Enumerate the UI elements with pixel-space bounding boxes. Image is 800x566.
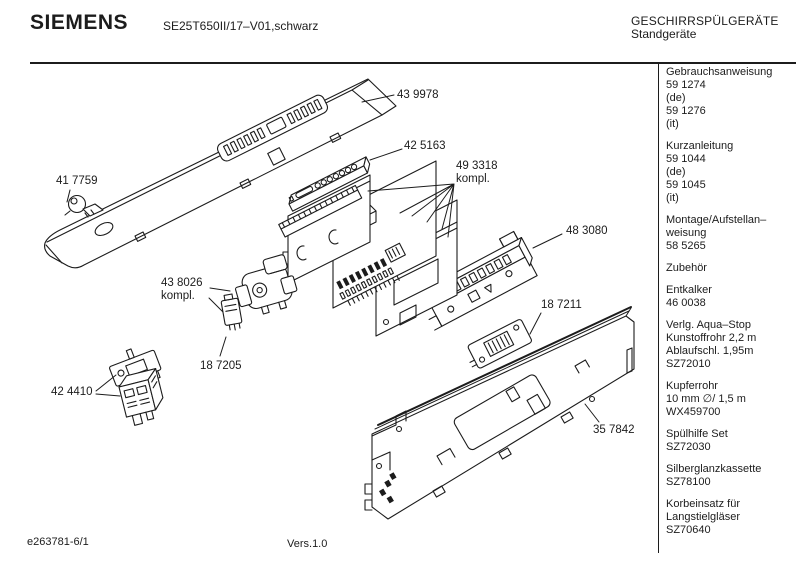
sidebar-line: SZ72030 [666, 441, 711, 453]
sidebar-line: SZ70640 [666, 524, 711, 536]
part-number: 18 7205 [200, 360, 242, 372]
part-drawing-438026 [234, 254, 298, 315]
sidebar-line: (de) [666, 92, 686, 104]
part-label-417759: 41 7759 [56, 175, 98, 188]
sidebar-group-korbeinsatz: Korbeinsatz für Langstielgläser SZ70640 [666, 498, 794, 537]
sidebar-divider [658, 63, 659, 553]
sidebar-line: (it) [666, 192, 679, 204]
part-drawing-425163 [288, 156, 371, 212]
sidebar-line: Entkalker [666, 284, 712, 296]
part-label-187211: 18 7211 [541, 299, 582, 312]
part-drawing-417759 [64, 194, 104, 218]
part-label-357842: 35 7842 [593, 424, 635, 437]
product-line: GESCHIRRSPÜLGERÄTE [631, 14, 779, 28]
sidebar-line: Kupferrohr [666, 380, 718, 392]
accessories-sidebar: Gebrauchsanweisung 59 1274 (de) 59 1276 … [666, 66, 794, 546]
part-drawing-187211 [467, 319, 532, 369]
part-suffix: kompl. [161, 290, 195, 302]
sidebar-line: 58 5265 [666, 240, 706, 252]
sidebar-group-spuelhilfe: Spülhilfe Set SZ72030 [666, 428, 794, 454]
part-number: 42 5163 [404, 140, 446, 152]
part-number: 49 3318 [456, 160, 498, 172]
part-label-483080: 48 3080 [566, 225, 608, 238]
sidebar-group-kurzanleitung: Kurzanleitung 59 1044 (de) 59 1045 (it) [666, 140, 794, 205]
sidebar-line: SZ78100 [666, 476, 711, 488]
part-number: 18 7211 [541, 299, 582, 311]
sidebar-line: Kurzanleitung [666, 140, 734, 152]
sidebar-line: 59 1044 [666, 153, 706, 165]
version-label: Vers.1.0 [287, 538, 328, 550]
part-number: 43 9978 [397, 89, 439, 101]
sidebar-line: (it) [666, 118, 679, 130]
sidebar-line: 46 0038 [666, 297, 706, 309]
sidebar-line: Gebrauchsanweisung [666, 66, 773, 78]
sidebar-line: Silberglanzkassette [666, 463, 762, 475]
part-suffix: kompl. [456, 173, 490, 185]
sidebar-line: Verlg. Aqua–Stop [666, 319, 752, 331]
sidebar-line: Korbeinsatz für [666, 498, 740, 510]
part-number: 35 7842 [593, 424, 635, 436]
document-id: e263781-6/1 [27, 536, 89, 548]
part-drawing-357842 [364, 306, 635, 520]
part-number: 41 7759 [56, 175, 98, 187]
product-type: Standgeräte [631, 27, 697, 41]
part-drawing-424410 [109, 348, 164, 426]
part-number: 48 3080 [566, 225, 608, 237]
sidebar-line: Ablaufschl. 1,95m [666, 345, 754, 357]
sidebar-line: 10 mm ∅/ 1,5 m [666, 393, 746, 405]
sidebar-line: SZ72010 [666, 358, 711, 370]
sidebar-group-montage: Montage/Aufstellan– weisung 58 5265 [666, 214, 794, 253]
sidebar-line: Montage/Aufstellan– [666, 214, 767, 226]
sidebar-group-kupferrohr: Kupferrohr 10 mm ∅/ 1,5 m WX459700 [666, 380, 794, 419]
sidebar-group-aquastop: Verlg. Aqua–Stop Kunstoffrohr 2,2 m Abla… [666, 319, 794, 371]
part-label-439978: 43 9978 [397, 89, 439, 102]
part-number: 42 4410 [51, 386, 93, 398]
sidebar-line: WX459700 [666, 406, 721, 418]
leader-lines [66, 94, 600, 423]
brand-logo: SIEMENS [30, 11, 129, 34]
sidebar-line: Zubehör [666, 262, 707, 274]
part-drawing-comb-strip [278, 184, 363, 238]
header-rule [30, 62, 796, 64]
sidebar-line: (de) [666, 166, 686, 178]
sidebar-group-gebrauchsanweisung: Gebrauchsanweisung 59 1274 (de) 59 1276 … [666, 66, 794, 131]
sidebar-line: 59 1276 [666, 105, 706, 117]
part-drawing-439978 [44, 78, 397, 269]
sidebar-group-zubehoer: Zubehör [666, 262, 794, 275]
sidebar-group-silberglanz: Silberglanzkassette SZ78100 [666, 463, 794, 489]
model-designation: SE25T650II/17–V01,schwarz [163, 19, 319, 33]
sidebar-line: weisung [666, 227, 707, 239]
sidebar-line: Langstielgläser [666, 511, 740, 523]
part-drawing-187205 [220, 293, 243, 331]
sidebar-line: Spülhilfe Set [666, 428, 728, 440]
part-label-424410: 42 4410 [51, 386, 93, 399]
part-number: 43 8026 [161, 277, 203, 289]
sidebar-line: 59 1045 [666, 179, 706, 191]
sidebar-group-entkalker: Entkalker 46 0038 [666, 284, 794, 310]
part-label-425163: 42 5163 [404, 140, 446, 153]
part-label-187205: 18 7205 [200, 360, 242, 373]
sidebar-line: 59 1274 [666, 79, 706, 91]
sidebar-line: Kunstoffrohr 2,2 m [666, 332, 757, 344]
